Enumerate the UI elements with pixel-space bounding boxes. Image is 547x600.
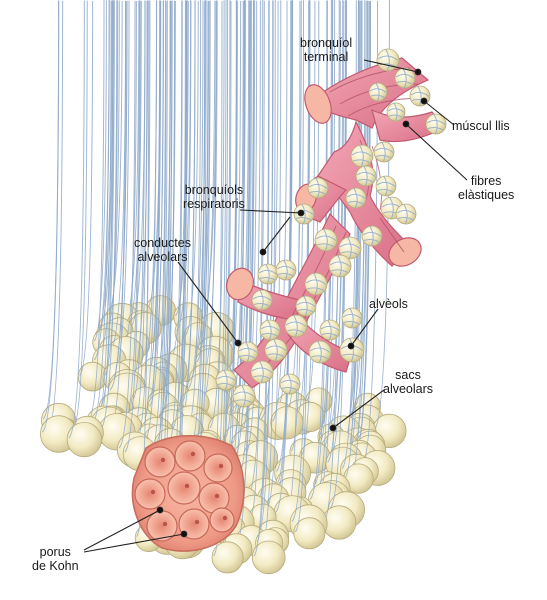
alveolus <box>264 338 288 362</box>
leader-lines <box>83 59 468 553</box>
leader-sacs-alveolars <box>332 389 385 429</box>
leader-porus-de-kohn-1 <box>83 509 161 551</box>
pore-of-kohn <box>150 489 156 495</box>
open-alveolus <box>174 440 206 472</box>
leader-dot <box>420 97 428 105</box>
pore-of-kohn <box>184 483 190 489</box>
leader-bronquiol-terminal <box>363 59 419 73</box>
leader-dot <box>347 342 355 350</box>
alveolus <box>304 272 328 296</box>
alveolus <box>373 141 395 163</box>
alveolus <box>328 254 352 278</box>
alveolus <box>66 0 102 458</box>
leader-bronquiols-respiratoris-1 <box>239 209 302 214</box>
label-conductes-alveolars: conductes alveolars <box>134 236 191 264</box>
pore-of-kohn <box>222 515 228 521</box>
alveolus <box>339 337 365 363</box>
alveolus <box>375 175 397 197</box>
bronchiole-open-end <box>388 237 422 267</box>
leader-porus-de-kohn-2 <box>83 533 185 553</box>
alveolus <box>77 0 108 392</box>
leader-dot <box>234 339 242 347</box>
pore-of-kohn <box>194 519 200 525</box>
alveolus <box>361 225 383 247</box>
alveolus <box>345 187 367 209</box>
leader-dot <box>329 424 337 432</box>
alveolus <box>368 82 388 102</box>
alveolus <box>386 102 406 122</box>
alveolus <box>394 67 416 89</box>
label-bronquiols-respiratoris: bronquíols respiratoris <box>183 183 245 211</box>
alveolus <box>251 289 273 311</box>
alveolar-section-cutaway <box>131 435 245 552</box>
alveolus <box>308 340 332 364</box>
leader-conductes-alveolars <box>177 261 239 344</box>
alveolus <box>215 369 237 391</box>
leader-dot <box>414 68 422 76</box>
alveolus <box>259 319 281 341</box>
alveolus <box>250 360 274 384</box>
label-bronquiol-terminal: bronquíol terminal <box>300 36 353 64</box>
alveolus <box>307 177 329 199</box>
alveolus <box>341 307 363 329</box>
alveolus <box>293 0 326 550</box>
open-alveolus <box>167 471 201 505</box>
open-alveolus <box>144 446 176 478</box>
alveolus <box>279 373 301 395</box>
open-alveolus <box>178 508 210 540</box>
alveolus <box>338 236 362 260</box>
pores-of-kohn <box>134 440 235 542</box>
bronchiole-open-end <box>304 84 332 124</box>
label-sacs-alveolars: sacs alveolars <box>383 368 434 396</box>
alveolus <box>275 259 297 281</box>
pore-of-kohn <box>190 451 196 457</box>
leader-alveols <box>350 308 379 347</box>
open-alveolus <box>198 482 230 514</box>
leader-bronquiols-respiratoris-2 <box>262 216 291 253</box>
alveolus <box>425 113 447 135</box>
label-alveols: alvèols <box>369 297 408 311</box>
label-fibres-elastiques: fibres elàstiques <box>458 174 515 202</box>
alveolus <box>376 48 400 72</box>
pore-of-kohn <box>160 457 166 463</box>
bronchiole-open-end <box>226 267 254 301</box>
leader-dot <box>297 209 305 217</box>
pore-of-kohn <box>218 463 224 469</box>
label-porus-de-kohn: porus de Kohn <box>32 545 79 573</box>
leader-fibres-elastiques <box>405 123 468 181</box>
alveolus <box>395 203 417 225</box>
alveolus <box>295 295 317 317</box>
alveolus <box>314 228 338 252</box>
open-alveolus <box>134 478 166 510</box>
leader-muscul-llis <box>423 100 455 126</box>
alveolus <box>40 0 78 453</box>
alveolus <box>232 384 256 408</box>
alveolus <box>284 314 308 338</box>
open-alveolus <box>209 507 235 533</box>
label-muscul-llis: múscul llis <box>452 119 510 133</box>
alveolus <box>350 144 374 168</box>
alveoli-on-bronchioles <box>215 48 447 408</box>
leader-dot <box>402 120 410 128</box>
alveolus <box>126 0 157 340</box>
open-alveolus <box>203 453 233 483</box>
leader-dot <box>259 248 267 256</box>
alveolus <box>355 165 377 187</box>
alveolus <box>237 341 259 363</box>
alveolus <box>251 0 286 575</box>
alveolus <box>319 319 341 341</box>
alveolus <box>257 263 279 285</box>
pore-of-kohn <box>214 493 220 499</box>
leader-dot <box>180 530 188 538</box>
pore-of-kohn <box>162 521 168 527</box>
leader-dot <box>156 506 164 514</box>
